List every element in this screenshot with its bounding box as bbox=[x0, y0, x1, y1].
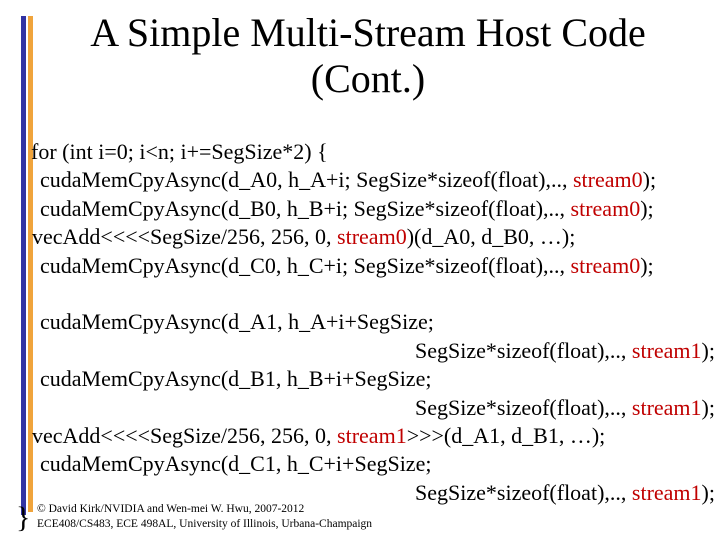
code-text: SegSize*sizeof(float),.., bbox=[415, 394, 632, 420]
code-line: cudaMemCpyAsync(d_B1, h_B+i+SegSize; bbox=[30, 365, 715, 393]
stream-keyword: stream0 bbox=[570, 195, 641, 221]
code-text: cudaMemCpyAsync(d_A1, h_A+i+SegSize; bbox=[40, 309, 434, 335]
stream-keyword: stream0 bbox=[570, 252, 641, 278]
slide-title-line2: (Cont.) bbox=[310, 56, 426, 101]
code-text: for (int i=0; i<n; i+=SegSize*2) { bbox=[31, 139, 328, 164]
code-block: for (int i=0; i<n; i+=SegSize*2) { cudaMe… bbox=[30, 138, 715, 507]
footer-credit-line2: ECE408/CS483, ECE 498AL, University of I… bbox=[37, 517, 373, 530]
code-line: SegSize*sizeof(float),.., stream1); bbox=[30, 394, 715, 422]
code-text: cudaMemCpyAsync(d_A0, h_A+i; SegSize*siz… bbox=[40, 167, 573, 193]
stream-keyword: stream0 bbox=[572, 167, 643, 193]
code-text: )(d_A0, d_B0, …); bbox=[406, 224, 576, 250]
footer-credit: © David Kirk/NVIDIA and Wen-mei W. Hwu, … bbox=[37, 502, 372, 531]
left-accent-bar-orange bbox=[28, 16, 33, 512]
code-text: cudaMemCpyAsync(d_C1, h_C+i+SegSize; bbox=[40, 451, 432, 477]
code-text: SegSize*sizeof(float),.., bbox=[415, 479, 632, 505]
stream-keyword: stream1 bbox=[631, 337, 702, 363]
code-line: cudaMemCpyAsync(d_B0, h_B+i; SegSize*siz… bbox=[30, 195, 715, 223]
code-text: >>>(d_A1, d_B1, …); bbox=[406, 422, 606, 448]
code-line: cudaMemCpyAsync(d_A0, h_A+i; SegSize*siz… bbox=[30, 166, 715, 194]
code-line: SegSize*sizeof(float),.., stream1); bbox=[30, 479, 715, 507]
code-line: cudaMemCpyAsync(d_C0, h_C+i; SegSize*siz… bbox=[30, 252, 715, 280]
code-text: SegSize*sizeof(float),.., bbox=[415, 337, 632, 363]
slide-title-line1: A Simple Multi-Stream Host Code bbox=[90, 10, 646, 55]
stream-keyword: stream1 bbox=[337, 422, 407, 448]
code-text: ); bbox=[642, 167, 657, 193]
code-line: vecAdd<<<<SegSize/256, 256, 0, stream1>>… bbox=[30, 422, 715, 450]
code-line: cudaMemCpyAsync(d_A1, h_A+i+SegSize; bbox=[30, 308, 715, 336]
slide-title: A Simple Multi-Stream Host Code (Cont.) bbox=[16, 10, 720, 102]
code-text: ); bbox=[640, 252, 654, 278]
code-line: for (int i=0; i<n; i+=SegSize*2) { bbox=[30, 138, 715, 166]
closing-brace: } bbox=[16, 501, 31, 534]
code-text: ); bbox=[701, 394, 715, 420]
stream-keyword: stream1 bbox=[631, 479, 702, 505]
code-line bbox=[30, 280, 715, 308]
code-line: cudaMemCpyAsync(d_C1, h_C+i+SegSize; bbox=[30, 450, 715, 478]
code-line: vecAdd<<<<SegSize/256, 256, 0, stream0)(… bbox=[30, 223, 715, 251]
code-text: vecAdd<<<<SegSize/256, 256, 0, bbox=[32, 224, 338, 250]
stream-keyword: stream0 bbox=[337, 224, 407, 250]
code-text: ); bbox=[640, 195, 654, 221]
code-text: vecAdd<<<<SegSize/256, 256, 0, bbox=[32, 422, 338, 448]
stream-keyword: stream1 bbox=[631, 394, 702, 420]
left-accent-bar-blue bbox=[21, 16, 26, 515]
code-text: cudaMemCpyAsync(d_C0, h_C+i; SegSize*siz… bbox=[40, 252, 571, 278]
code-text: ); bbox=[701, 479, 715, 505]
code-text: cudaMemCpyAsync(d_B0, h_B+i; SegSize*siz… bbox=[40, 195, 571, 221]
code-line: SegSize*sizeof(float),.., stream1); bbox=[30, 337, 715, 365]
code-text: ); bbox=[701, 337, 715, 363]
footer-credit-line1: © David Kirk/NVIDIA and Wen-mei W. Hwu, … bbox=[37, 503, 305, 515]
code-text: cudaMemCpyAsync(d_B1, h_B+i+SegSize; bbox=[40, 366, 432, 392]
